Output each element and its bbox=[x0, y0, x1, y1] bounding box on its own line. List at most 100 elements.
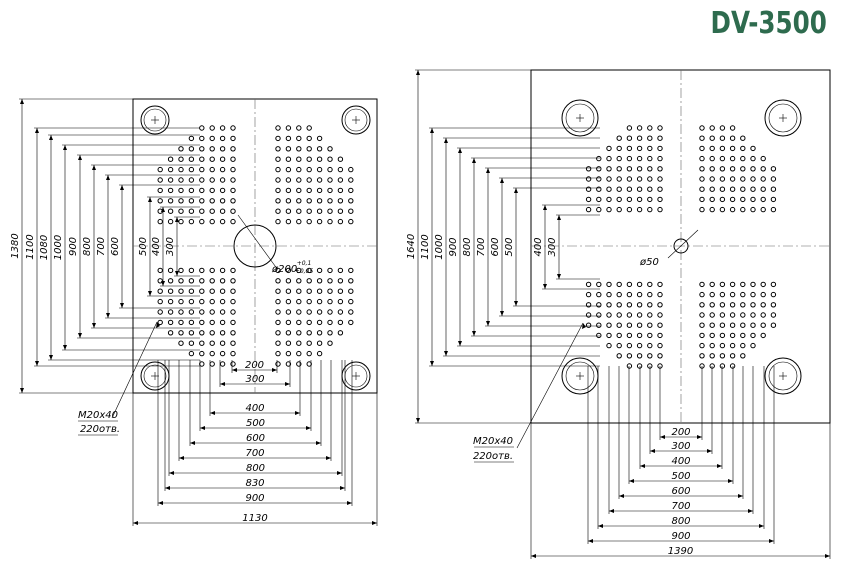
threaded-hole bbox=[285, 361, 292, 367]
tie-bar-hole-inner bbox=[565, 361, 595, 391]
arrow-head bbox=[78, 155, 82, 160]
side-dimension-label: 500 bbox=[138, 237, 149, 256]
threaded-hole bbox=[740, 145, 746, 152]
threaded-hole bbox=[729, 353, 736, 359]
threaded-hole bbox=[740, 206, 746, 213]
threaded-hole bbox=[348, 198, 354, 204]
threaded-hole bbox=[729, 342, 736, 349]
threaded-hole bbox=[657, 155, 663, 162]
threaded-hole bbox=[230, 330, 236, 336]
threaded-hole bbox=[636, 302, 643, 308]
threaded-hole bbox=[647, 206, 653, 213]
threaded-hole bbox=[337, 288, 344, 294]
bottom-dimension-label: 800 bbox=[671, 516, 690, 527]
threaded-hole bbox=[296, 166, 302, 173]
threaded-hole bbox=[657, 125, 663, 131]
arrow-head bbox=[161, 281, 165, 286]
threaded-hole bbox=[337, 187, 344, 194]
threaded-hole bbox=[585, 206, 592, 213]
threaded-hole bbox=[647, 176, 653, 182]
arrow-head bbox=[543, 284, 547, 289]
threaded-hole bbox=[337, 278, 344, 284]
threaded-hole bbox=[348, 288, 354, 294]
threaded-hole bbox=[709, 332, 715, 339]
arrow-head bbox=[650, 449, 655, 453]
threaded-hole bbox=[306, 166, 312, 173]
threaded-hole bbox=[219, 187, 226, 194]
threaded-hole bbox=[626, 332, 633, 339]
threaded-hole bbox=[285, 330, 292, 336]
center-hole bbox=[673, 238, 689, 254]
threaded-hole bbox=[209, 156, 215, 162]
threaded-hole bbox=[275, 125, 281, 131]
threaded-hole bbox=[740, 342, 746, 349]
threaded-hole bbox=[296, 267, 302, 274]
threaded-hole bbox=[199, 298, 205, 305]
threaded-hole bbox=[699, 312, 705, 318]
threaded-hole bbox=[178, 166, 184, 173]
threaded-hole bbox=[596, 281, 602, 288]
threaded-hole bbox=[699, 302, 705, 308]
threaded-hole bbox=[316, 330, 323, 336]
threaded-hole bbox=[188, 309, 195, 315]
threaded-hole bbox=[337, 166, 344, 173]
threaded-hole bbox=[636, 196, 643, 203]
threaded-hole bbox=[657, 353, 663, 359]
arrow-head bbox=[92, 323, 96, 328]
threaded-hole bbox=[647, 322, 653, 328]
threaded-hole bbox=[709, 176, 715, 182]
threaded-hole bbox=[219, 198, 226, 204]
tolerance-upper: +0,1 bbox=[297, 260, 312, 267]
threaded-hole bbox=[596, 332, 602, 339]
threaded-hole bbox=[719, 363, 726, 369]
threaded-hole bbox=[636, 155, 643, 162]
threaded-hole bbox=[327, 208, 333, 214]
threaded-hole bbox=[729, 166, 736, 172]
threaded-hole bbox=[327, 298, 333, 305]
threaded-hole bbox=[596, 206, 602, 213]
threaded-hole bbox=[770, 186, 777, 192]
threaded-hole bbox=[616, 145, 622, 152]
threaded-hole bbox=[750, 342, 756, 349]
threaded-hole bbox=[750, 145, 756, 152]
threaded-hole bbox=[337, 298, 344, 305]
threaded-hole bbox=[626, 135, 633, 141]
center-hole bbox=[233, 224, 277, 268]
arrow-head bbox=[769, 539, 774, 543]
threaded-hole bbox=[157, 166, 163, 173]
arrow-head bbox=[444, 351, 448, 356]
arrow-head bbox=[697, 435, 702, 439]
threaded-hole bbox=[316, 146, 323, 152]
threaded-hole bbox=[285, 309, 292, 315]
threaded-hole bbox=[219, 309, 226, 315]
threaded-hole bbox=[606, 145, 612, 152]
threaded-hole bbox=[750, 176, 756, 182]
side-dimension-label: 600 bbox=[490, 237, 501, 256]
threaded-hole bbox=[729, 176, 736, 182]
threaded-hole bbox=[296, 218, 302, 225]
thread-note: M20x40 bbox=[78, 410, 118, 421]
threaded-hole bbox=[178, 267, 184, 274]
threaded-hole bbox=[657, 302, 663, 308]
threaded-hole bbox=[770, 206, 777, 213]
threaded-hole bbox=[729, 145, 736, 152]
arrow-head bbox=[629, 479, 634, 483]
threaded-hole bbox=[770, 176, 777, 182]
threaded-hole bbox=[626, 166, 633, 172]
threaded-hole bbox=[616, 186, 622, 192]
threaded-hole bbox=[306, 198, 312, 204]
threaded-hole bbox=[719, 332, 726, 339]
threaded-hole bbox=[657, 176, 663, 182]
threaded-hole bbox=[285, 187, 292, 194]
threaded-hole bbox=[616, 206, 622, 213]
threaded-hole bbox=[230, 309, 236, 315]
threaded-hole bbox=[167, 278, 174, 284]
threaded-hole bbox=[760, 322, 766, 328]
threaded-hole bbox=[740, 155, 746, 162]
arrow-head bbox=[106, 313, 110, 318]
threaded-hole bbox=[199, 350, 205, 357]
threaded-hole bbox=[296, 135, 302, 142]
threaded-hole bbox=[209, 208, 215, 214]
threaded-hole bbox=[657, 196, 663, 203]
